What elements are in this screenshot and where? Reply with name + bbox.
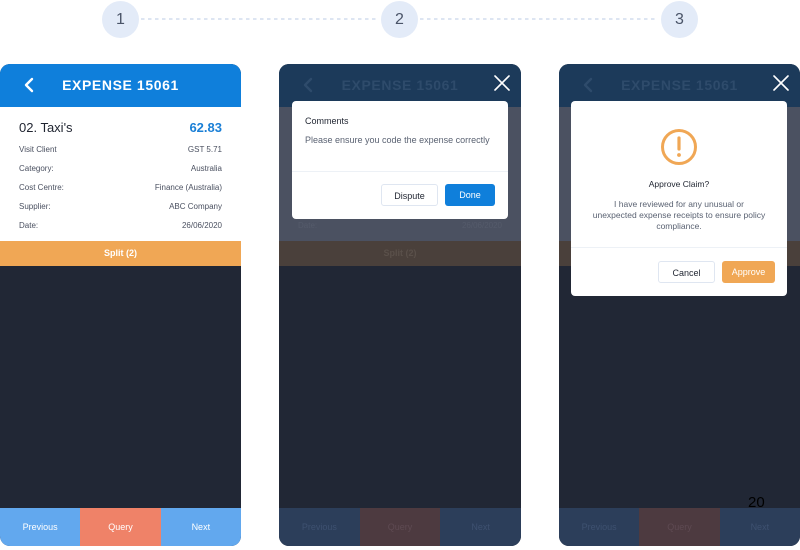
row-label: Category: — [19, 164, 54, 173]
row-label: Cost Centre: — [19, 183, 64, 192]
row-value: GST 5.71 — [187, 145, 222, 154]
modal-message: I have reviewed for any unusual or unexp… — [592, 199, 766, 231]
header: EXPENSE 15061 — [279, 64, 521, 107]
modal-message: Please ensure you code the expense corre… — [305, 135, 490, 145]
split-button: Split (2) — [279, 241, 521, 266]
page-number: 20 — [748, 494, 765, 511]
expense-title: EXPENSE 15061 — [62, 77, 179, 93]
expense-screen-step-1: EXPENSE 15061 02. Taxi's 62.83 Visit Cli… — [0, 64, 241, 546]
row-label: Date: — [19, 221, 39, 230]
detail-row: Category: Australia — [19, 164, 222, 178]
modal-title: Comments — [305, 116, 349, 126]
query-button[interactable]: Query — [80, 508, 161, 546]
step-1: 1 — [102, 1, 139, 38]
row-value: 26/06/2020 — [181, 221, 222, 230]
detail-row: Cost Centre: Finance (Australia) — [19, 183, 222, 197]
query-button: Query — [639, 508, 720, 546]
close-icon[interactable] — [494, 75, 510, 91]
divider — [292, 171, 508, 172]
bottom-nav: Previous Query Next — [279, 508, 521, 546]
amount: 62.83 — [189, 120, 222, 135]
detail-row: Visit Client GST 5.71 — [19, 145, 222, 159]
divider — [571, 247, 787, 248]
row-value: 26/06/2020 — [461, 221, 502, 230]
back-arrow-icon — [303, 77, 313, 93]
row-value: Finance (Australia) — [154, 183, 222, 192]
row-value: ABC Company — [169, 202, 222, 211]
expense-title: EXPENSE 15061 — [621, 77, 738, 93]
comments-modal: Comments Please ensure you code the expe… — [292, 101, 508, 219]
row-label: Date: — [298, 221, 318, 230]
query-button: Query — [359, 508, 441, 546]
next-button: Next — [440, 508, 521, 546]
back-arrow-icon[interactable] — [20, 76, 38, 94]
step-connector — [141, 18, 379, 20]
row-label: Visit Client — [19, 145, 57, 154]
cancel-button[interactable]: Cancel — [658, 261, 715, 283]
step-3: 3 — [661, 1, 698, 38]
row-label: Supplier: — [19, 202, 51, 211]
back-arrow-icon — [583, 77, 593, 93]
modal-title: Approve Claim? — [648, 179, 710, 189]
approve-claim-modal: Approve Claim? I have reviewed for any u… — [571, 101, 787, 296]
approve-button[interactable]: Approve — [722, 261, 775, 283]
item-name: 02. Taxi's — [19, 120, 73, 135]
header: EXPENSE 15061 — [559, 64, 800, 107]
split-button[interactable]: Split (2) — [0, 241, 241, 266]
bottom-nav: Previous Query Next — [0, 508, 241, 546]
detail-row: Date: 26/06/2020 — [298, 221, 502, 235]
header: EXPENSE 15061 — [0, 64, 241, 107]
dispute-button[interactable]: Dispute — [381, 184, 438, 206]
detail-row: Date: 26/06/2020 — [19, 221, 222, 235]
bottom-nav: Previous Query Next — [559, 508, 800, 546]
row-value: Australia — [190, 164, 222, 173]
next-button[interactable]: Next — [160, 508, 241, 546]
close-icon[interactable] — [773, 75, 789, 91]
done-button[interactable]: Done — [445, 184, 495, 206]
step-2: 2 — [381, 1, 418, 38]
previous-button: Previous — [279, 508, 360, 546]
expense-title: EXPENSE 15061 — [341, 77, 459, 93]
expense-details: 02. Taxi's 62.83 Visit Client GST 5.71 Ca… — [0, 107, 241, 241]
next-button: Next — [719, 508, 800, 546]
previous-button[interactable]: Previous — [0, 508, 81, 546]
step-connector — [420, 18, 658, 20]
warning-circle-icon — [661, 129, 697, 165]
previous-button: Previous — [559, 508, 640, 546]
detail-row: Supplier: ABC Company — [19, 202, 222, 216]
